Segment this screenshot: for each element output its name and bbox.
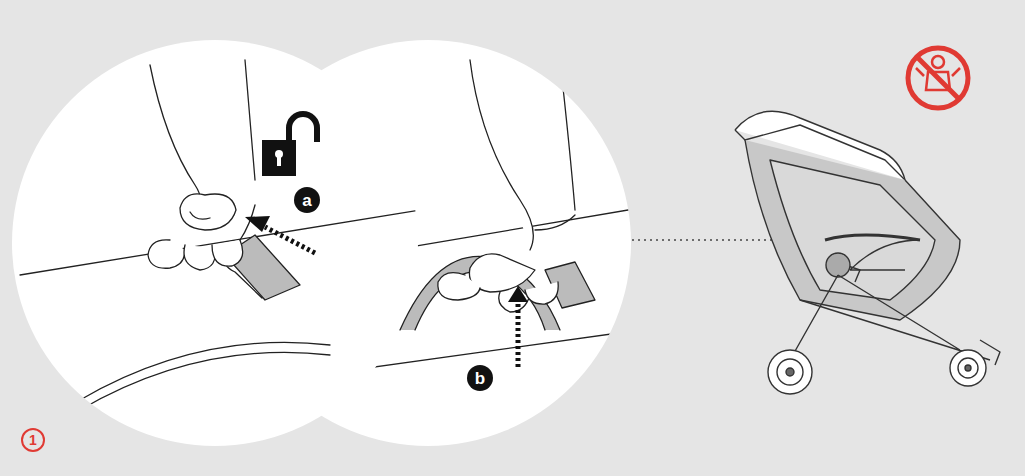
step-letter: a xyxy=(294,187,320,213)
callout-number: 1 xyxy=(21,428,45,452)
lift-arrow xyxy=(508,286,528,367)
step-letter: b xyxy=(467,365,493,391)
no-child-icon xyxy=(908,48,968,108)
unlock-icon xyxy=(262,114,317,176)
push-arrow xyxy=(245,216,315,253)
stroller-drawing xyxy=(735,111,1000,394)
